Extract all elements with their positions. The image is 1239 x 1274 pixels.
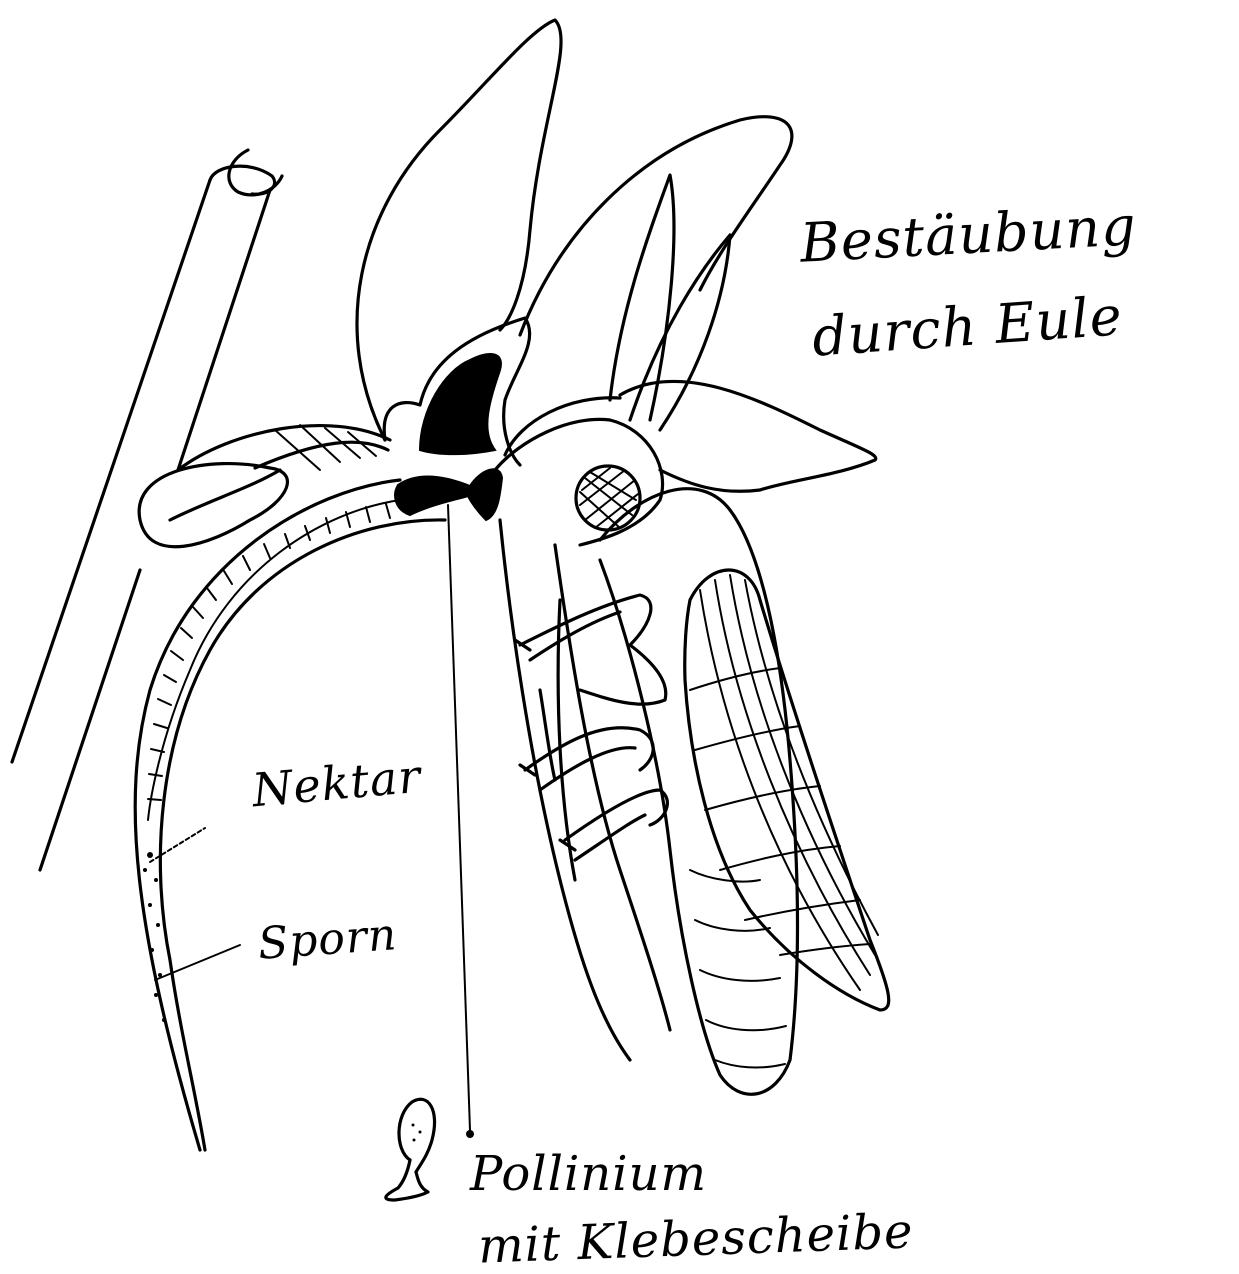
label-pollinium: Pollinium <box>470 1150 707 1198</box>
column-anther <box>384 318 529 520</box>
moth-wing <box>685 570 889 1010</box>
label-klebescheibe: mit Klebescheibe <box>477 1207 914 1270</box>
label-nektar: Nektar <box>250 753 423 814</box>
moth-proboscis <box>500 520 670 1060</box>
moth-body <box>600 489 798 1095</box>
flower-bud <box>139 425 390 547</box>
pollinium-icon <box>386 1099 435 1200</box>
moth-legs <box>515 595 667 880</box>
pollinium-pointer <box>448 505 474 1138</box>
lateral-petal-right <box>520 117 876 492</box>
spur <box>135 480 445 1150</box>
plant-stem <box>12 150 282 870</box>
label-sporn: Sporn <box>257 913 399 967</box>
